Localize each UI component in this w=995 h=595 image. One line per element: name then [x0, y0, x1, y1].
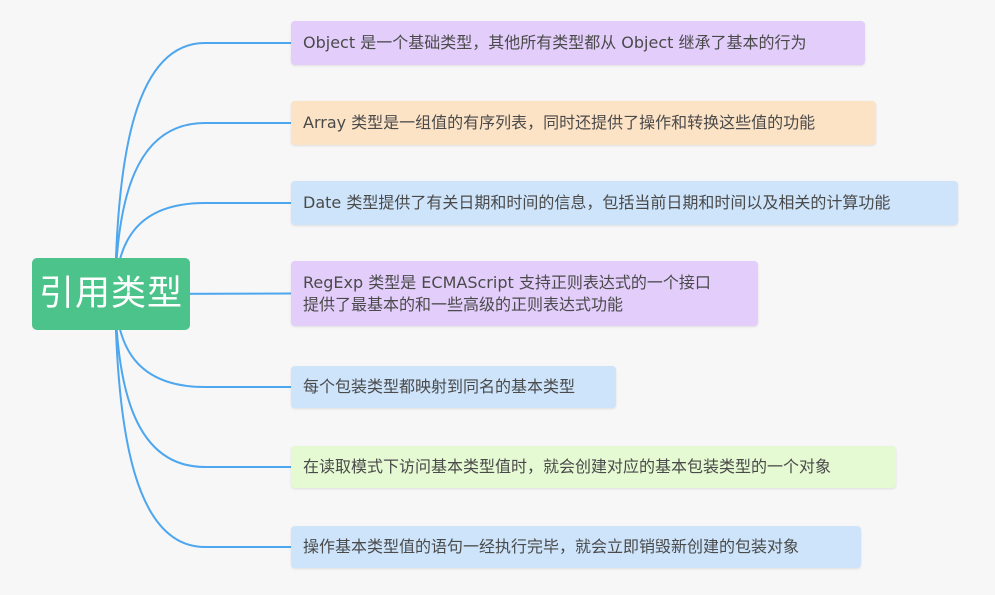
connector-line: [114, 293, 292, 548]
topic-text-line-1: RegExp 类型是 ECMAScript 支持正则表达式的一个接口: [303, 272, 711, 292]
topic-date[interactable]: Date 类型提供了有关日期和时间的信息，包括当前日期和时间以及相关的计算功能: [291, 181, 958, 225]
topic-wrapper-create[interactable]: 在读取模式下访问基本类型值时，就会创建对应的基本包装类型的一个对象: [291, 446, 896, 488]
topic-wrapper-destroy[interactable]: 操作基本类型值的语句一经执行完毕，就会立即销毁新创建的包装对象: [291, 526, 861, 568]
connector-line: [114, 122, 292, 295]
topic-text: 每个包装类型都映射到同名的基本类型: [303, 377, 576, 396]
topic-text: Date 类型提供了有关日期和时间的信息，包括当前日期和时间以及相关的计算功能: [303, 193, 891, 212]
root-topic[interactable]: 引用类型: [32, 258, 190, 330]
topic-object[interactable]: Object 是一个基础类型，其他所有类型都从 Object 继承了基本的行为: [291, 21, 865, 65]
connector-line: [114, 42, 292, 295]
topic-text: 在读取模式下访问基本类型值时，就会创建对应的基本包装类型的一个对象: [303, 457, 832, 476]
topic-array[interactable]: Array 类型是一组值的有序列表，同时还提供了操作和转换这些值的功能: [291, 101, 876, 145]
topic-text-line-2: 提供了最基本的和一些高级的正则表达式功能: [303, 294, 624, 314]
topic-regexp[interactable]: RegExp 类型是 ECMAScript 支持正则表达式的一个接口 提供了最基…: [291, 261, 758, 326]
topic-text: 操作基本类型值的语句一经执行完毕，就会立即销毁新创建的包装对象: [303, 537, 800, 556]
topic-text: Array 类型是一组值的有序列表，同时还提供了操作和转换这些值的功能: [303, 113, 816, 132]
topic-text: Object 是一个基础类型，其他所有类型都从 Object 继承了基本的行为: [303, 33, 807, 52]
topic-wrapper-map[interactable]: 每个包装类型都映射到同名的基本类型: [291, 366, 616, 408]
